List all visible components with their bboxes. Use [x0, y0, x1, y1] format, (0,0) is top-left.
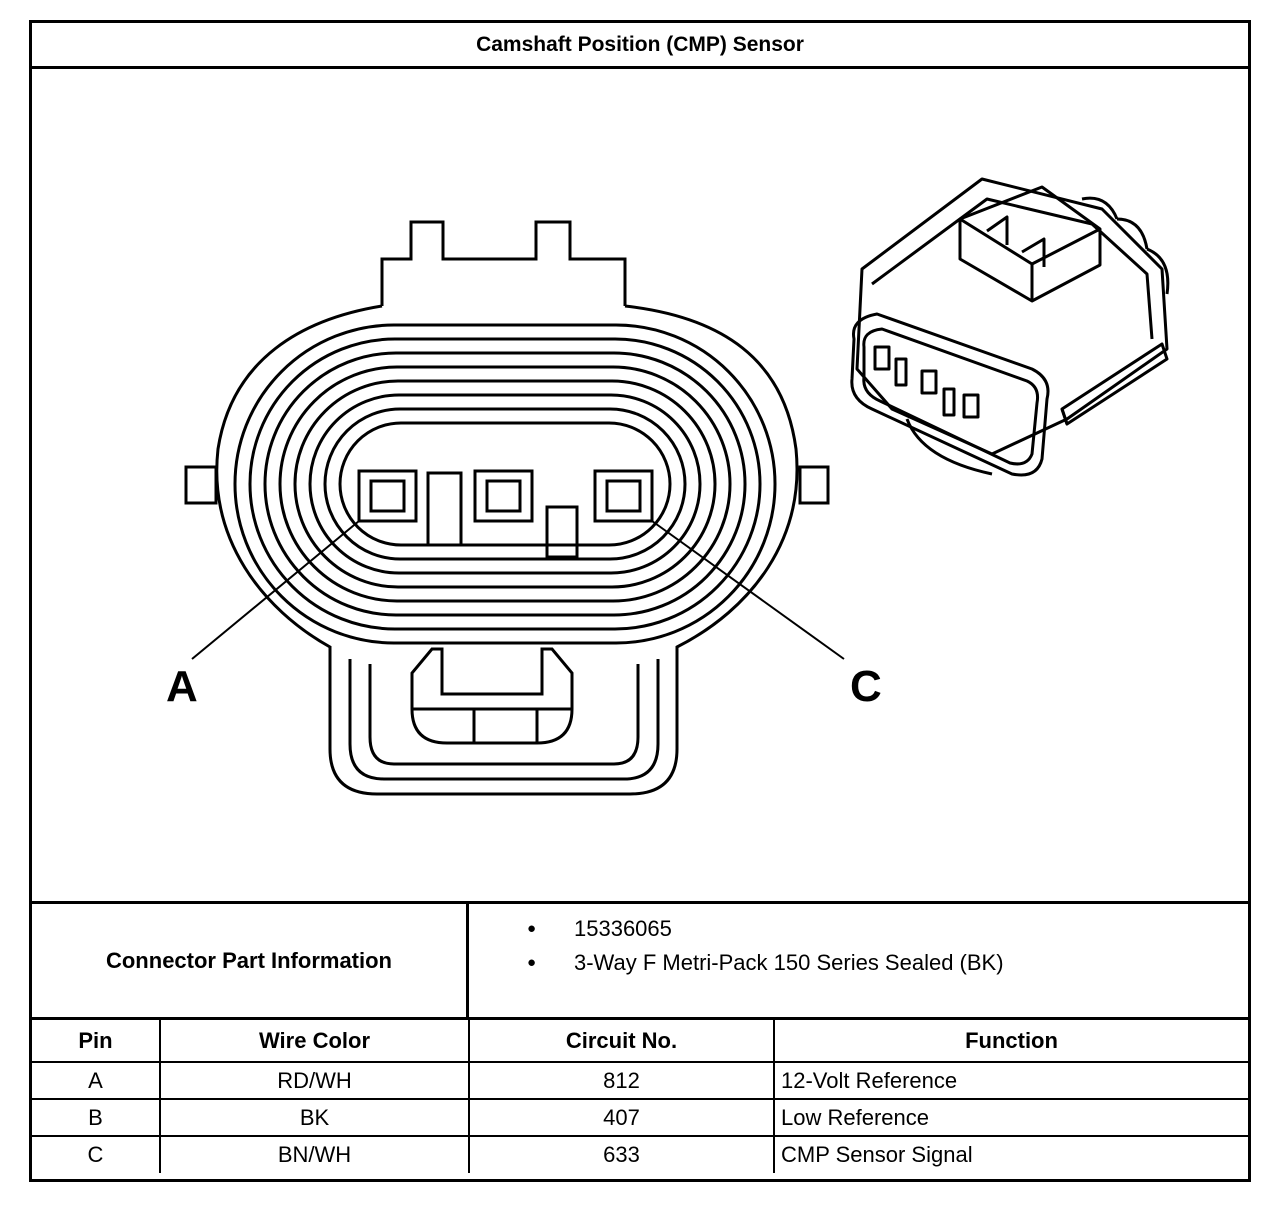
table-row: C BN/WH 633 CMP Sensor Signal [32, 1135, 1248, 1173]
table-row: B BK 407 Low Reference [32, 1098, 1248, 1137]
connector-face-view: A C [166, 220, 882, 796]
wire-color-cell: BN/WH [159, 1135, 470, 1173]
pinout-table: Pin Wire Color Circuit No. Function A RD… [32, 1020, 1248, 1173]
function-cell: 12-Volt Reference [773, 1061, 1248, 1100]
pin-cell: C [32, 1135, 161, 1173]
circuit-cell: 633 [468, 1135, 775, 1173]
header-circuit-no: Circuit No. [468, 1020, 775, 1063]
circuit-cell: 407 [468, 1098, 775, 1137]
table-row: A RD/WH 812 12-Volt Reference [32, 1061, 1248, 1100]
connector-description: 3-Way F Metri-Pack 150 Series Sealed (BK… [469, 946, 1004, 980]
pin-cell: A [32, 1061, 161, 1100]
header-function: Function [773, 1020, 1248, 1063]
connector-drawing: A C [32, 69, 1248, 901]
callout-label-c: C [850, 662, 882, 711]
wire-color-cell: RD/WH [159, 1061, 470, 1100]
callout-label-a: A [166, 662, 198, 711]
connector-isometric-view [850, 177, 1170, 477]
diagram-frame: Camshaft Position (CMP) Sensor [29, 20, 1251, 1182]
part-info-list: 15336065 3-Way F Metri-Pack 150 Series S… [469, 912, 1004, 980]
pin-cell: B [32, 1098, 161, 1137]
header-wire-color: Wire Color [159, 1020, 470, 1063]
part-info-label: Connector Part Information [32, 904, 469, 1017]
diagram-title: Camshaft Position (CMP) Sensor [32, 23, 1248, 69]
circuit-cell: 812 [468, 1061, 775, 1100]
wire-color-cell: BK [159, 1098, 470, 1137]
connector-part-information: Connector Part Information 15336065 3-Wa… [32, 901, 1248, 1020]
table-header-row: Pin Wire Color Circuit No. Function [32, 1020, 1248, 1063]
function-cell: CMP Sensor Signal [773, 1135, 1248, 1173]
function-cell: Low Reference [773, 1098, 1248, 1137]
part-number: 15336065 [469, 912, 1004, 946]
header-pin: Pin [32, 1020, 161, 1063]
